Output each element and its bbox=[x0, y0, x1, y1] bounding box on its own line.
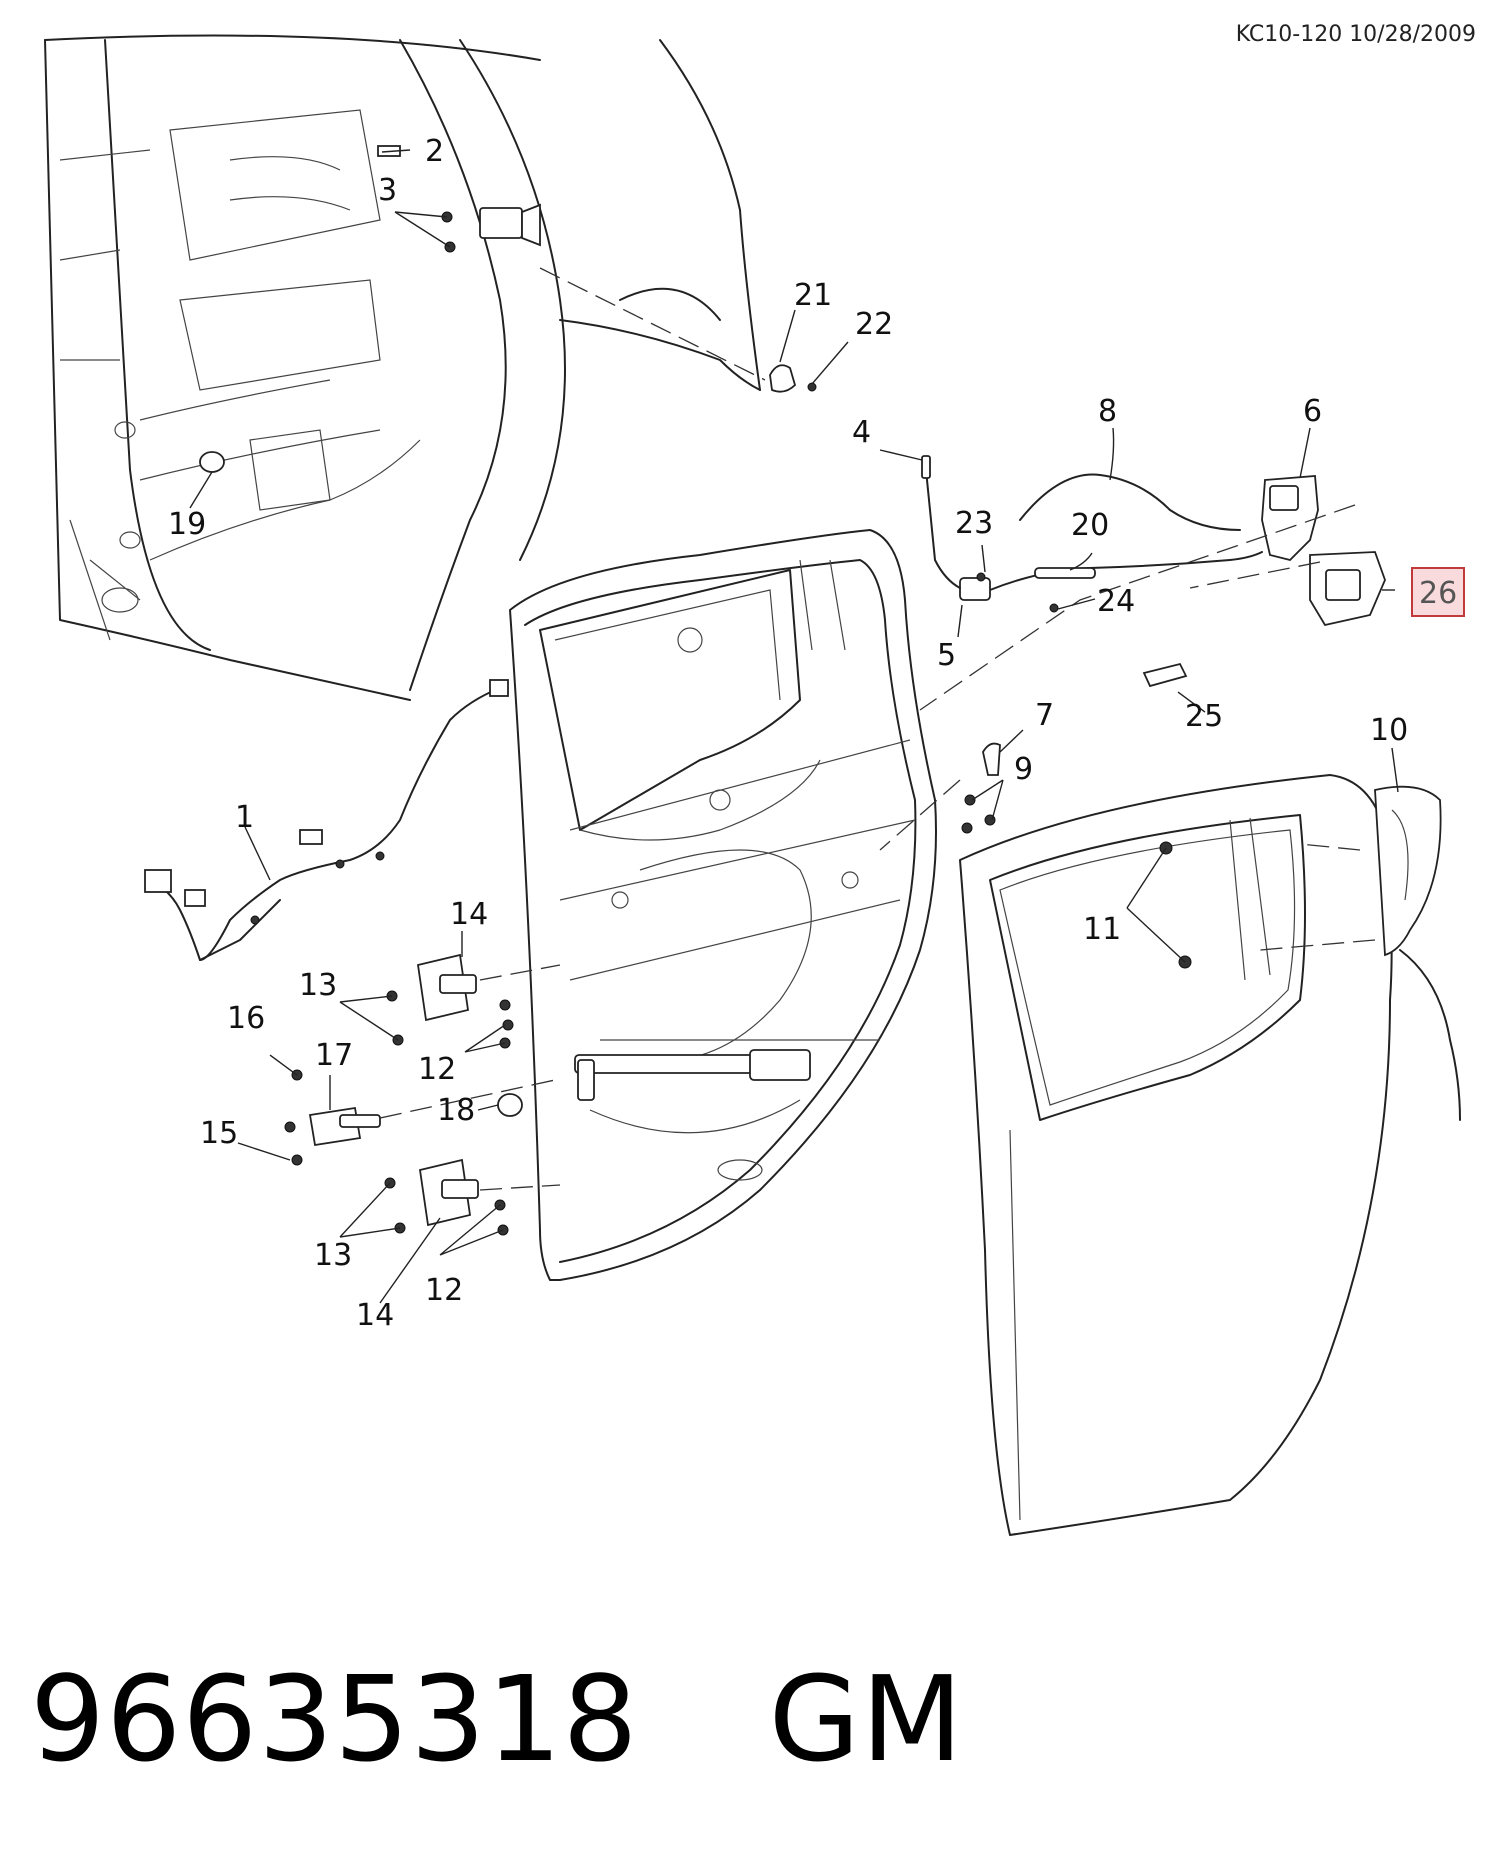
callout-1: 1 bbox=[235, 800, 254, 835]
callout-23: 23 bbox=[955, 506, 993, 541]
callout-7: 7 bbox=[1035, 698, 1054, 733]
door-inner-frame bbox=[509, 529, 937, 1281]
diagram-reference: KC10-120 10/28/2009 bbox=[1235, 22, 1476, 47]
callout-17: 17 bbox=[315, 1038, 353, 1073]
door-outer-panel bbox=[959, 774, 1461, 1536]
callout-24: 24 bbox=[1097, 584, 1135, 619]
callout-8: 8 bbox=[1098, 394, 1117, 429]
part-number-footer: 96635318 GM bbox=[30, 1650, 964, 1788]
callout-13-upper: 13 bbox=[299, 968, 337, 1003]
callout-12-lower: 12 bbox=[425, 1273, 463, 1308]
callout-19: 19 bbox=[168, 507, 206, 542]
callout-4: 4 bbox=[852, 415, 871, 450]
callout-9: 9 bbox=[1014, 752, 1033, 787]
leader-lines bbox=[189, 149, 1399, 1304]
callout-16: 16 bbox=[227, 1001, 265, 1036]
callout-12-upper: 12 bbox=[418, 1052, 456, 1087]
callout-2: 2 bbox=[425, 134, 444, 169]
body-side-structure bbox=[44, 34, 761, 701]
callout-3: 3 bbox=[378, 173, 397, 208]
latch-assembly bbox=[769, 364, 1386, 834]
callout-6: 6 bbox=[1303, 394, 1322, 429]
callout-18: 18 bbox=[437, 1093, 475, 1128]
callout-11: 11 bbox=[1083, 912, 1121, 947]
callout-20: 20 bbox=[1071, 508, 1109, 543]
callout-13-lower: 13 bbox=[314, 1238, 352, 1273]
callout-15: 15 bbox=[200, 1116, 238, 1151]
callout-25: 25 bbox=[1185, 699, 1223, 734]
callout-14-upper: 14 bbox=[450, 897, 488, 932]
callout-22: 22 bbox=[855, 307, 893, 342]
callout-26-highlight-box bbox=[1411, 567, 1465, 617]
callout-14-lower: 14 bbox=[356, 1298, 394, 1333]
part-number: 96635318 bbox=[30, 1650, 639, 1788]
callout-10: 10 bbox=[1370, 713, 1408, 748]
wiring-harness bbox=[144, 679, 509, 961]
brand-name: GM bbox=[768, 1650, 964, 1788]
door-hinges-and-check bbox=[284, 953, 523, 1236]
callout-5: 5 bbox=[937, 638, 956, 673]
assembly-lines bbox=[379, 267, 1376, 1191]
callout-labels: 1 2 3 4 5 6 7 8 9 10 11 12 12 13 13 14 1… bbox=[168, 134, 1465, 1333]
callout-26: 26 bbox=[1419, 576, 1457, 611]
callout-21: 21 bbox=[794, 278, 832, 313]
